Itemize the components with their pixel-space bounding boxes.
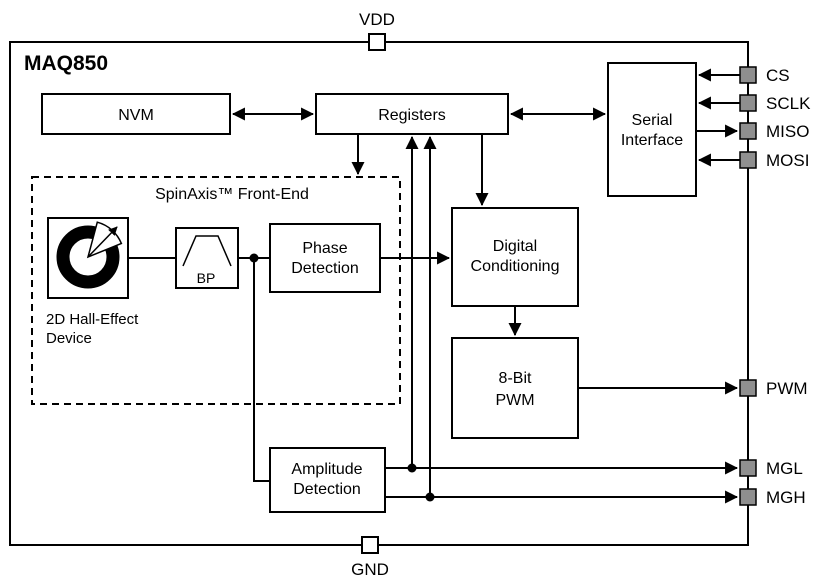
mgl-pin-label: MGL xyxy=(766,459,803,478)
bp-amplitude-wire xyxy=(253,258,270,482)
miso-pin-square xyxy=(739,122,757,140)
mgl-pin-square xyxy=(739,459,757,477)
bp-phase-junction-dot xyxy=(249,253,259,263)
serial-interface-label-line2: Interface xyxy=(621,132,683,149)
sclk-pin-label: SCLK xyxy=(766,94,811,113)
cs-pin-label: CS xyxy=(766,66,790,85)
amplitude-detection-label-line2: Detection xyxy=(293,481,361,498)
mgh-pin-label: MGH xyxy=(766,488,806,507)
hall-label-line1: 2D Hall-Effect xyxy=(46,311,139,328)
spinaxis-frontend-box xyxy=(31,176,401,405)
bp-label: BP xyxy=(197,270,216,286)
sclk-pin-square xyxy=(739,94,757,112)
chip-title: MAQ850 xyxy=(24,52,108,75)
digital-conditioning-label-line1: Digital xyxy=(493,238,537,255)
hall-angle-arrow-icon xyxy=(87,226,118,258)
bandpass-filter-icon xyxy=(182,235,232,267)
miso-pin-label: MISO xyxy=(766,122,809,141)
signal-connectors xyxy=(128,68,740,504)
phase-detection-label-line2: Detection xyxy=(291,260,359,277)
registers-block xyxy=(315,93,509,135)
hall-ring-icon xyxy=(56,225,120,289)
pwm-pin-label: PWM xyxy=(766,379,808,398)
hall-label-line2: Device xyxy=(46,330,92,347)
mgh-pin-square xyxy=(739,488,757,506)
digital-conditioning-label-line2: Conditioning xyxy=(471,258,560,275)
pwm-pin-square xyxy=(739,379,757,397)
mosi-pin-square xyxy=(739,151,757,169)
serial-interface-block xyxy=(607,62,697,197)
spinaxis-frontend-label: SpinAxis™ Front-End xyxy=(155,186,309,203)
amplitude-detection-label-line1: Amplitude xyxy=(291,461,362,478)
nvm-label: NVM xyxy=(118,107,154,124)
vdd-pin-square xyxy=(368,33,386,51)
phase-detection-label-line1: Phase xyxy=(302,240,347,257)
pwm-block-label-line2: PWM xyxy=(495,392,534,409)
nvm-block xyxy=(41,93,231,135)
mgl-junction-dot xyxy=(407,463,417,473)
serial-interface-label-line1: Serial xyxy=(632,112,673,129)
registers-label: Registers xyxy=(378,107,446,124)
amplitude-detection-block xyxy=(269,447,386,513)
mgh-junction-dot xyxy=(425,492,435,502)
pwm-block xyxy=(451,337,579,439)
right-pin-pads xyxy=(739,66,757,506)
pwm-block-label-line1: 8-Bit xyxy=(499,370,532,387)
phase-detection-block xyxy=(269,223,381,293)
gnd-pin-square xyxy=(361,536,379,554)
mosi-pin-label: MOSI xyxy=(766,151,809,170)
vdd-pin-label: VDD xyxy=(359,10,395,29)
cs-pin-square xyxy=(739,66,757,84)
gnd-pin-label: GND xyxy=(351,560,389,579)
digital-conditioning-block xyxy=(451,207,579,307)
